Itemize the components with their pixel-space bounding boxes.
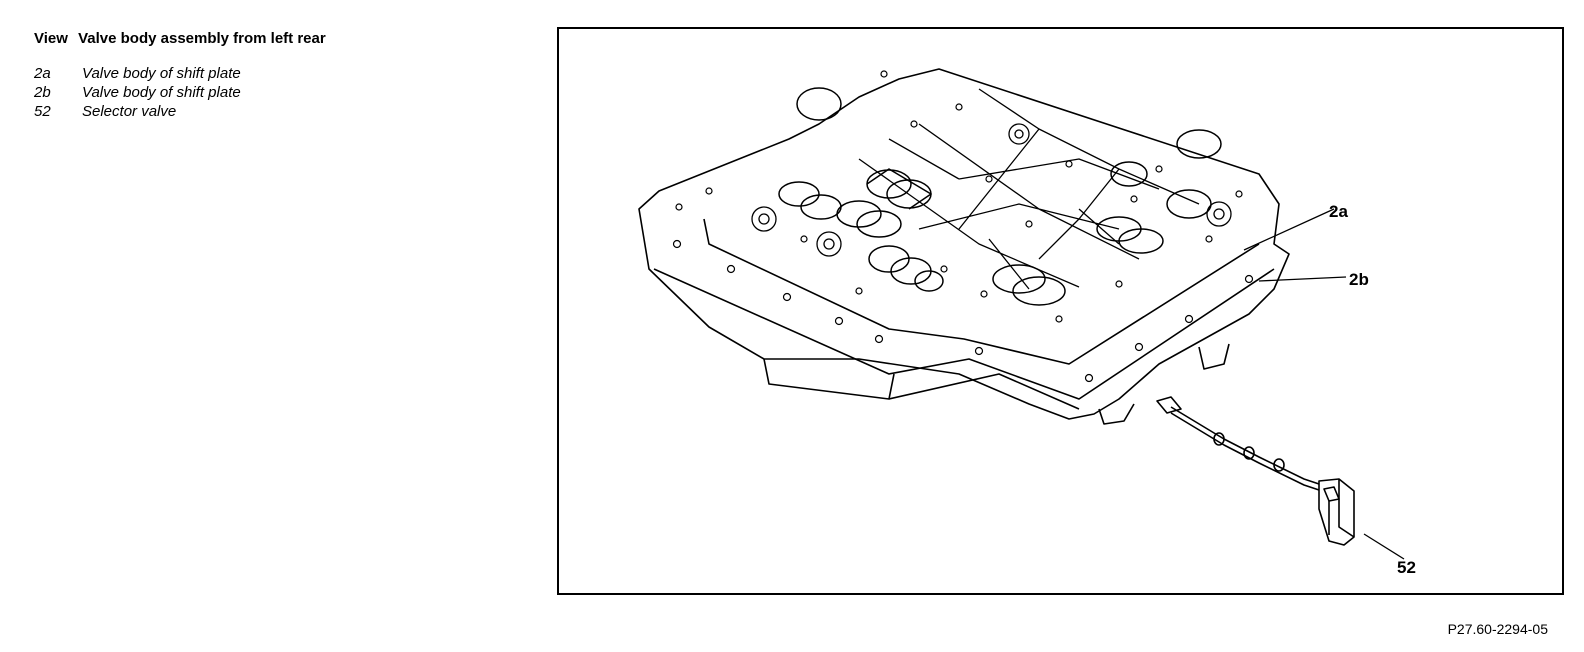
bolt-holes	[672, 70, 1254, 383]
caption-panel: View Valve body assembly from left rear …	[34, 30, 534, 121]
callout-2b: 2b	[1349, 270, 1369, 289]
legend-description: Valve body of shift plate	[82, 84, 241, 101]
diagram-heading: View Valve body assembly from left rear	[34, 30, 534, 47]
legend-description: Selector valve	[82, 103, 177, 120]
lower-plate-2b-edge	[653, 268, 1275, 400]
diagram-title: Valve body assembly from left rear	[78, 30, 326, 47]
legend-code: 2a	[34, 65, 51, 82]
view-label: View	[34, 30, 68, 47]
figure-frame: 2a 2b 52	[557, 27, 1564, 595]
valve-body-illustration: 2a 2b 52	[638, 68, 1416, 577]
callout-52: 52	[1397, 558, 1416, 577]
legend-description: Valve body of shift plate	[82, 65, 241, 82]
leader-lines	[1243, 208, 1405, 560]
selector-valve	[1156, 396, 1355, 546]
legend-list: 2a Valve body of shift plate 2b Valve bo…	[34, 64, 534, 121]
valve-body-outline	[638, 68, 1290, 420]
upper-plate-2a-edge	[703, 218, 1260, 365]
figure-reference: P27.60-2294-05	[1447, 621, 1548, 637]
legend-item-2a: 2a Valve body of shift plate	[34, 64, 534, 83]
callout-2a: 2a	[1329, 202, 1348, 221]
legend-code: 2b	[34, 84, 51, 101]
bolt-bosses	[751, 123, 1232, 257]
legend-code: 52	[34, 103, 51, 120]
legend-item-2b: 2b Valve body of shift plate	[34, 83, 534, 102]
spool-valves	[778, 87, 1222, 306]
ribbing	[858, 88, 1200, 290]
legend-item-52: 52 Selector valve	[34, 102, 534, 121]
